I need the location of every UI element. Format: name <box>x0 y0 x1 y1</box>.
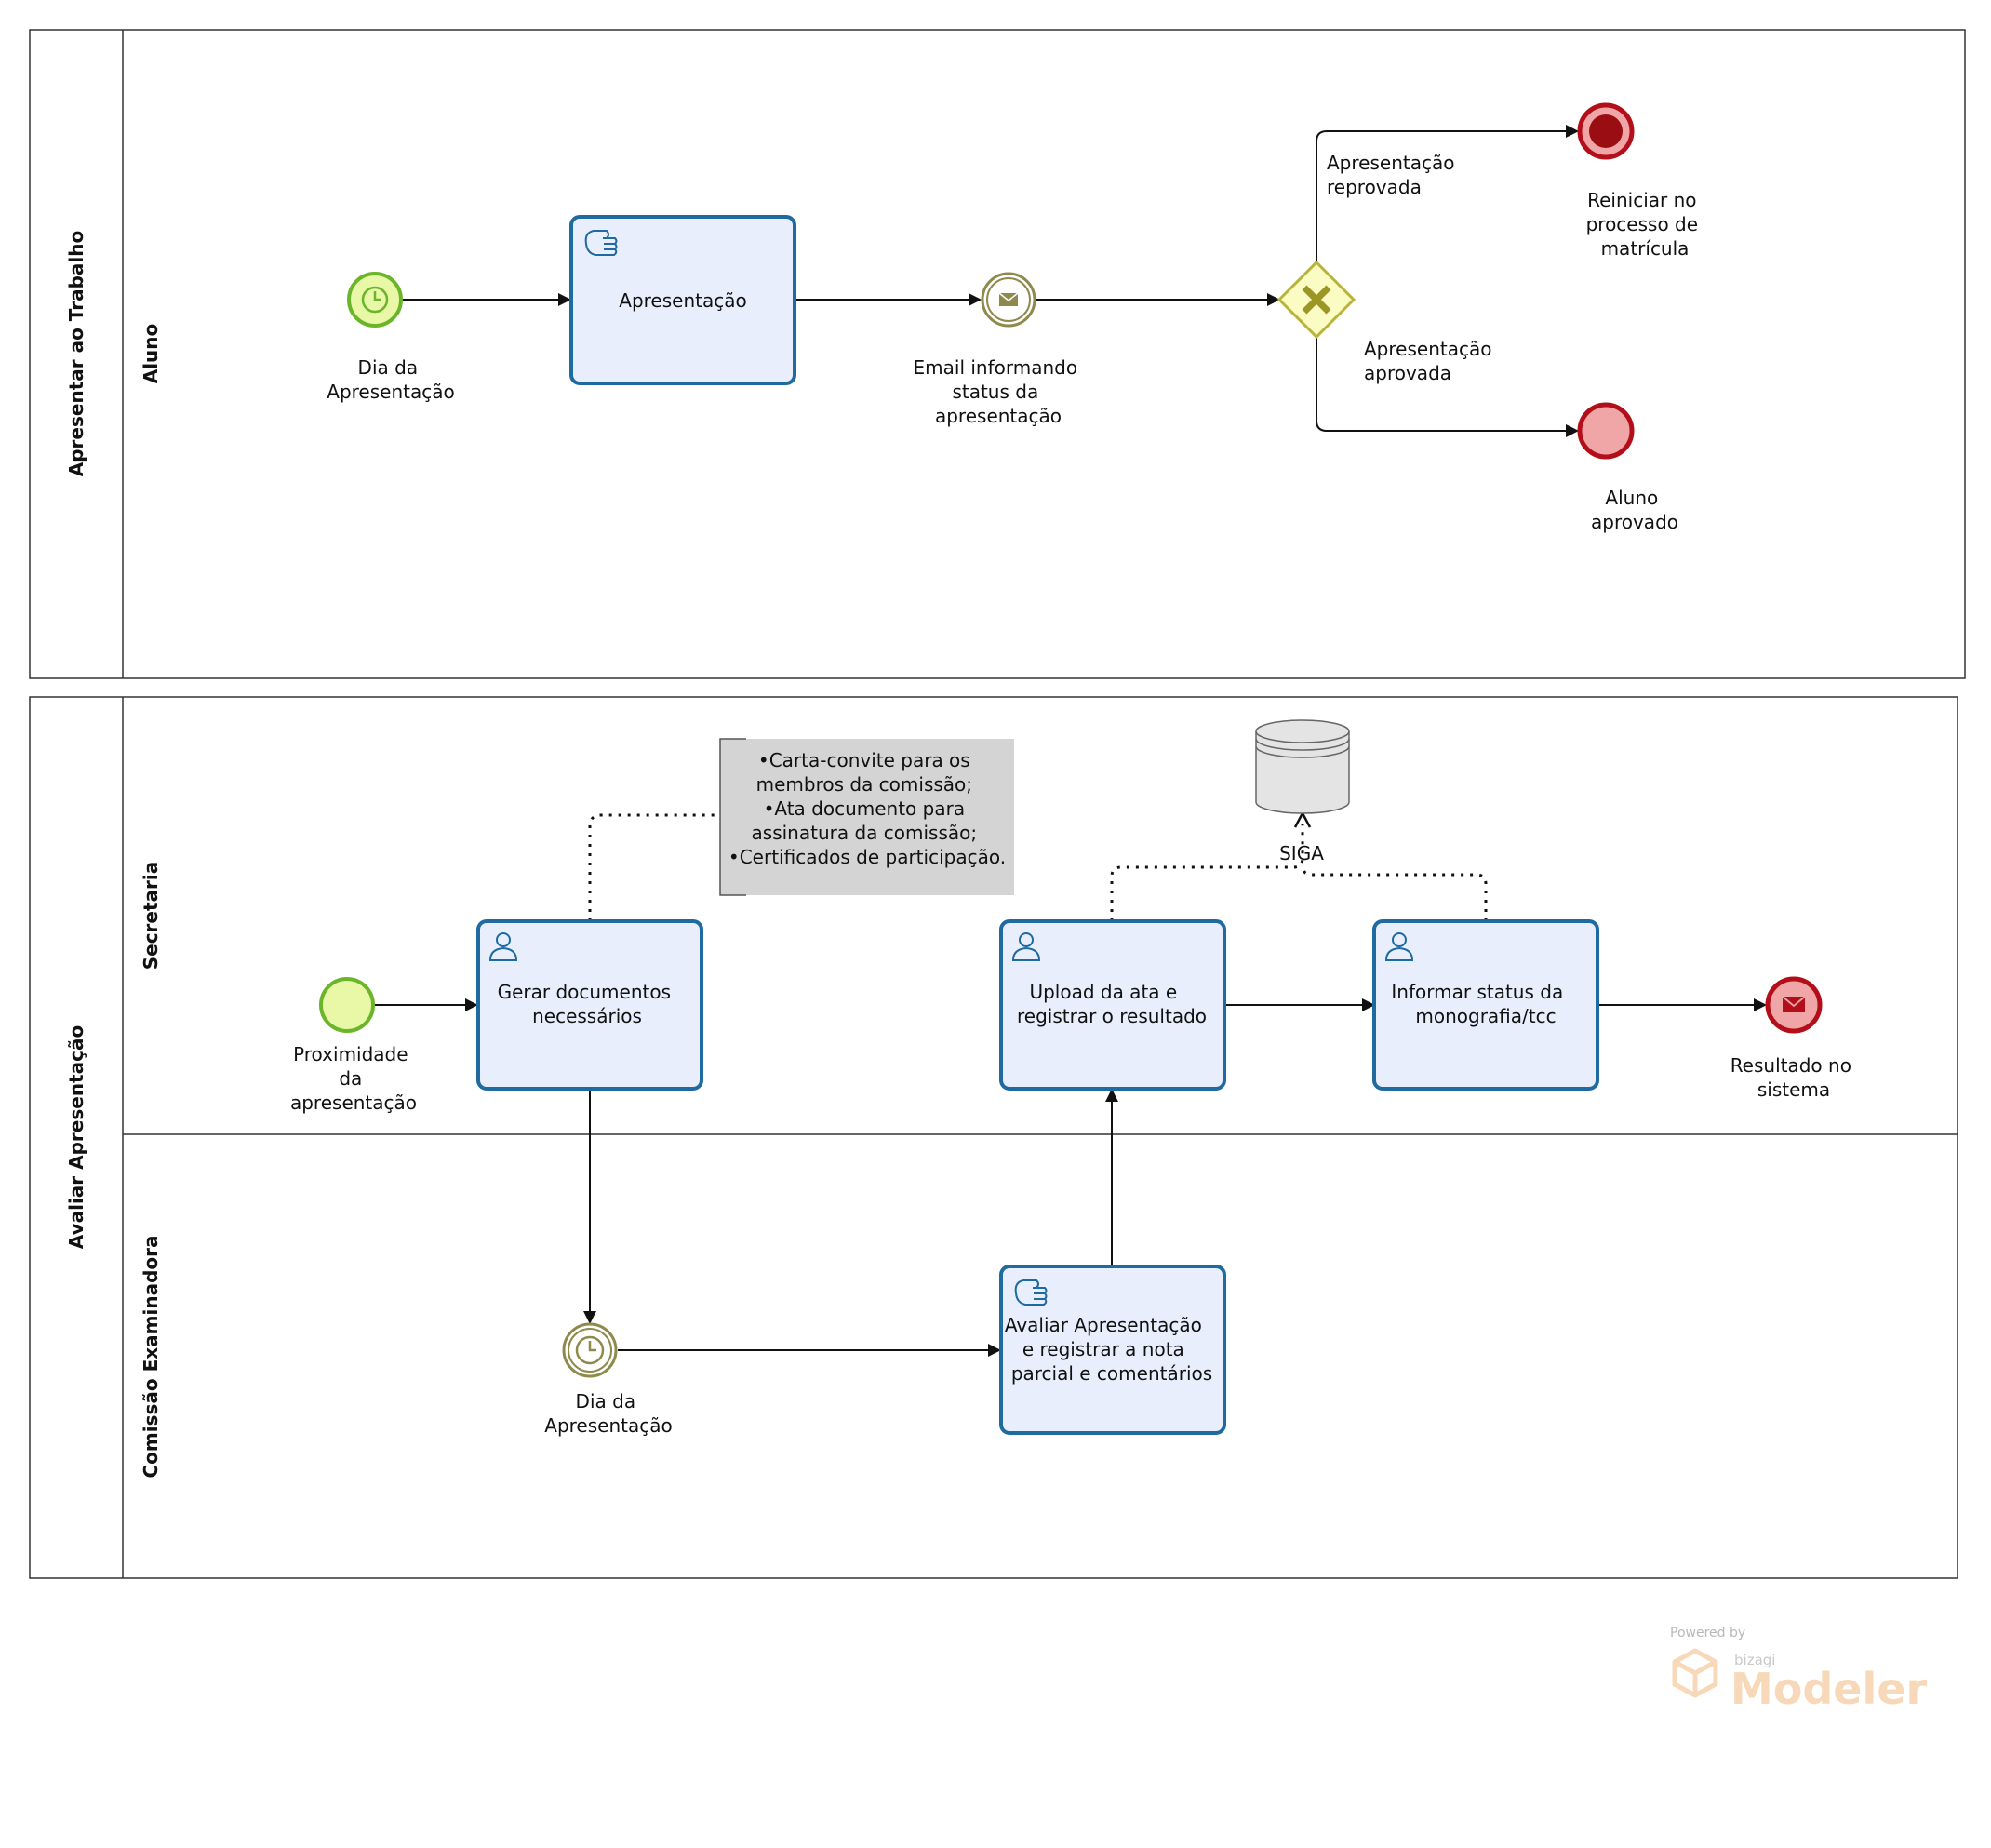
pool-apresentar-ao-trabalho[interactable]: Apresentar ao Trabalho Aluno <box>29 29 1966 679</box>
datastore-siga[interactable] <box>1255 719 1350 814</box>
intermediate-message-event[interactable] <box>981 272 1036 328</box>
user-icon <box>488 932 518 961</box>
event-label-resultado: Resultado no sistema <box>1730 1054 1858 1101</box>
bizagi-watermark: Powered by bizagi Modeler <box>1670 1626 1927 1714</box>
end-event-aluno-aprovado[interactable] <box>1577 402 1635 460</box>
task-avaliar-apresentacao[interactable]: Avaliar Apresentação e registrar a nota … <box>999 1265 1226 1435</box>
task-label-avaliar: Avaliar Apresentação e registrar a nota … <box>1005 1314 1212 1385</box>
event-label-aluno-aprovado: Aluno aprovado <box>1591 487 1678 533</box>
association-gerar-to-annotation[interactable] <box>588 813 718 921</box>
exclusive-gateway[interactable] <box>1276 260 1356 340</box>
pool-title-apresentar: Apresentar ao Trabalho <box>65 231 87 476</box>
bizagi-cube-icon <box>1672 1648 1718 1698</box>
watermark-product: Modeler <box>1730 1664 1927 1714</box>
envelope-icon <box>998 292 1019 306</box>
terminate-end-event[interactable] <box>1577 102 1635 160</box>
task-apresentacao[interactable]: Apresentação <box>569 215 796 385</box>
lane-title-comissao: Comissão Examinadora <box>140 1235 162 1478</box>
event-label-proximidade: Proximidade da apresentação <box>290 1043 417 1114</box>
flow-label-aprovada: Apresentação aprovada <box>1364 338 1498 384</box>
start-event-proximidade[interactable] <box>319 977 375 1033</box>
lane-title-secretaria: Secretaria <box>140 862 162 971</box>
x-mark-icon <box>1302 285 1331 315</box>
annotation-text: •Carta-convite para os membros da comiss… <box>728 749 1006 868</box>
datastore-label: SIGA <box>1279 842 1324 864</box>
timer-start-event[interactable] <box>347 272 403 328</box>
manual-hand-icon <box>1014 1279 1048 1306</box>
event-label-reiniciar: Reiniciar no processo de matrícula <box>1586 189 1704 260</box>
manual-hand-icon <box>584 230 618 256</box>
watermark-brand: bizagi <box>1734 1652 1775 1668</box>
task-gerar-documentos[interactable]: Gerar documentos necessários <box>476 919 703 1091</box>
watermark-powered-by: Powered by <box>1670 1626 1745 1640</box>
message-end-event-resultado[interactable] <box>1765 976 1823 1034</box>
event-label-dia-apresentacao-2: Dia da Apresentação <box>544 1390 672 1437</box>
clock-icon <box>361 286 389 314</box>
clock-icon <box>575 1335 605 1365</box>
flow-gateway-reprovada[interactable] <box>1316 125 1579 262</box>
user-icon <box>1011 932 1041 961</box>
associations <box>588 813 1488 921</box>
task-informar-status[interactable]: Informar status da monografia/tcc <box>1372 919 1599 1091</box>
sequence-flows <box>374 125 1767 1357</box>
event-label-email-status: Email informando status da apresentação <box>914 356 1084 427</box>
task-label-apresentacao: Apresentação <box>619 289 746 312</box>
flow-label-reprovada: Apresentação reprovada <box>1327 152 1461 198</box>
task-label-gerar-documentos: Gerar documentos necessários <box>498 981 677 1027</box>
flow-gateway-aprovada[interactable] <box>1316 337 1579 437</box>
task-label-upload-ata: Upload da ata e registrar o resultado <box>1017 981 1207 1027</box>
task-label-informar-status: Informar status da monografia/tcc <box>1391 981 1569 1027</box>
envelope-icon <box>1782 996 1806 1012</box>
pool-title-avaliar: Avaliar Apresentação <box>65 1025 87 1249</box>
user-icon <box>1384 932 1414 961</box>
timer-intermediate-event[interactable] <box>562 1322 618 1378</box>
task-upload-ata[interactable]: Upload da ata e registrar o resultado <box>999 919 1226 1091</box>
text-annotation[interactable]: •Carta-convite para os membros da comiss… <box>719 738 1014 896</box>
event-label-dia-apresentacao-1: Dia da Apresentação <box>327 356 454 403</box>
association-upload-to-siga[interactable] <box>1110 824 1304 921</box>
terminate-dot-icon <box>1589 114 1623 148</box>
lane-title-aluno: Aluno <box>140 324 162 384</box>
